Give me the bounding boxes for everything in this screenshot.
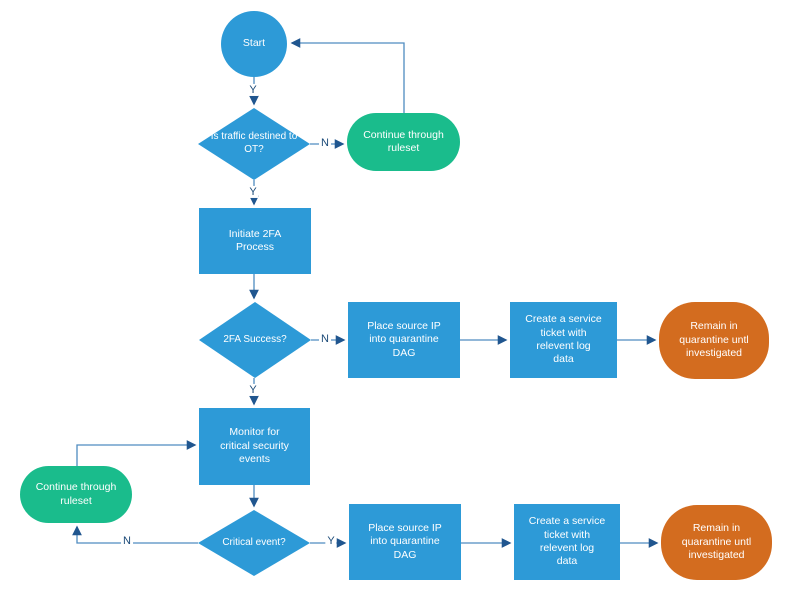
terminator-remain-quarantine-bottom: Remain in quarantine untl investigated (661, 505, 772, 580)
diamond-shape (199, 302, 311, 378)
edge-label-d3-yes: Y (325, 534, 337, 548)
process-monitor-events-label: Monitor for critical security events (220, 426, 289, 466)
terminator-remain-quarantine-top-label: Remain in quarantine untl investigated (679, 320, 749, 360)
decision-critical-event: Critical event? (198, 510, 310, 576)
edge-label-d3-no: N (121, 534, 133, 548)
edge-d3-no-to-ruleset-bottom (72, 525, 198, 544)
decision-2fa-success: 2FA Success? (199, 302, 311, 378)
decision-traffic-label: Is traffic destined to OT? (210, 131, 298, 155)
terminator-continue-ruleset-top-label: Continue through ruleset (363, 128, 444, 154)
process-quarantine-dag-bottom: Place source IP into quarantine DAG (349, 504, 461, 580)
edge-label-start-yes: Y (247, 83, 259, 97)
edge-ruleset-bottom-to-monitor (76, 440, 197, 466)
process-initiate-2fa: Initiate 2FA Process (199, 208, 311, 274)
edge-label-d2-yes: Y (247, 383, 259, 397)
process-service-ticket-bottom: Create a service ticket with relevent lo… (514, 504, 620, 580)
terminator-continue-ruleset-top: Continue through ruleset (347, 113, 460, 171)
edge-label-d1-no: N (319, 136, 331, 150)
terminator-continue-ruleset-bottom-label: Continue through ruleset (35, 481, 117, 507)
process-initiate-2fa-label: Initiate 2FA Process (228, 227, 282, 253)
diamond-shape (198, 510, 310, 576)
edge-ruleset-top-to-start (290, 38, 405, 113)
process-service-ticket-top: Create a service ticket with relevent lo… (510, 302, 617, 378)
process-monitor-events: Monitor for critical security events (199, 408, 310, 485)
node-start: Start (221, 11, 287, 77)
terminator-continue-ruleset-bottom: Continue through ruleset (20, 466, 132, 523)
decision-critical-event-label: Critical event? (222, 536, 286, 548)
diamond-shape (198, 108, 310, 180)
process-service-ticket-top-label: Create a service ticket with relevent lo… (525, 313, 602, 366)
decision-traffic-destined-ot: Is traffic destined to OT? (198, 108, 310, 180)
process-quarantine-dag-top: Place source IP into quarantine DAG (348, 302, 460, 378)
edge-label-d2-no: N (319, 332, 331, 346)
node-start-label: Start (242, 37, 266, 50)
process-quarantine-dag-bottom-label: Place source IP into quarantine DAG (368, 521, 442, 561)
terminator-remain-quarantine-bottom-label: Remain in quarantine untl investigated (681, 522, 752, 562)
process-service-ticket-bottom-label: Create a service ticket with relevent lo… (528, 515, 606, 568)
terminator-remain-quarantine-top: Remain in quarantine untl investigated (659, 302, 769, 379)
process-quarantine-dag-top-label: Place source IP into quarantine DAG (367, 319, 441, 359)
edge-label-d1-yes: Y (247, 185, 259, 199)
decision-2fa-success-label: 2FA Success? (223, 333, 287, 345)
